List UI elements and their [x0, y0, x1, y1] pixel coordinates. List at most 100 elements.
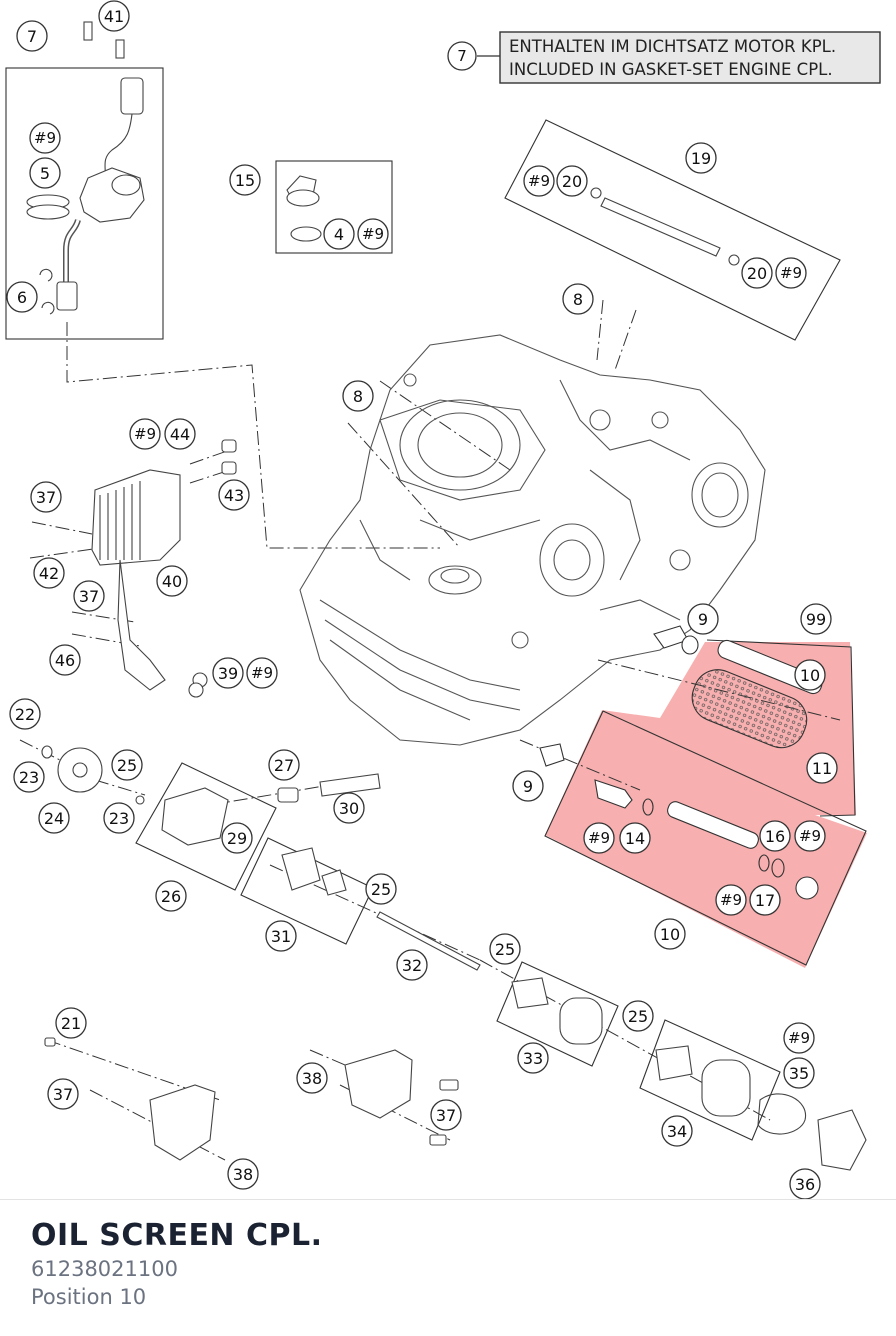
svg-text:#9: #9	[362, 225, 384, 243]
callout[interactable]: #9	[246, 657, 278, 689]
svg-text:#9: #9	[799, 827, 821, 845]
svg-text:6: 6	[17, 288, 27, 307]
svg-text:32: 32	[402, 956, 422, 975]
callout[interactable]: 8	[562, 283, 594, 315]
callout[interactable]: 33	[517, 1042, 549, 1074]
callout[interactable]: 17	[749, 884, 781, 916]
svg-text:4: 4	[334, 225, 344, 244]
oil-cooler-illustration	[91, 439, 237, 698]
svg-text:#9: #9	[788, 1029, 810, 1047]
callout[interactable]: 30	[333, 792, 365, 824]
callout[interactable]: 10	[794, 659, 826, 691]
callout[interactable]: 20	[741, 257, 773, 289]
svg-text:20: 20	[562, 172, 582, 191]
callout[interactable]: 37	[73, 580, 105, 612]
callout[interactable]: 25	[111, 749, 143, 781]
svg-text:10: 10	[800, 666, 820, 685]
svg-text:11: 11	[812, 759, 832, 778]
callout[interactable]: 16	[759, 820, 791, 852]
callout[interactable]: 35	[783, 1057, 815, 1089]
svg-text:19: 19	[691, 149, 711, 168]
callout[interactable]: 44	[164, 418, 196, 450]
callout[interactable]: 9	[687, 603, 719, 635]
callout[interactable]: #9	[357, 218, 389, 250]
callout[interactable]: 24	[38, 802, 70, 834]
part-number: 61238021100	[31, 1257, 178, 1281]
callout[interactable]: 21	[55, 1007, 87, 1039]
callout[interactable]: 19	[685, 142, 717, 174]
callout[interactable]: 23	[13, 761, 45, 793]
callout[interactable]: 41	[98, 0, 130, 32]
callout[interactable]: 25	[489, 933, 521, 965]
svg-text:14: 14	[625, 829, 645, 848]
gasket-set-note: ENTHALTEN IM DICHTSATZ MOTOR KPL. INCLUD…	[477, 31, 881, 84]
callout[interactable]: 4	[323, 218, 355, 250]
callout[interactable]: #9	[783, 1022, 815, 1054]
svg-text:35: 35	[789, 1064, 809, 1083]
callout[interactable]: 22	[9, 698, 41, 730]
callout[interactable]: 15	[229, 164, 261, 196]
svg-text:23: 23	[19, 768, 39, 787]
callout[interactable]: 5	[29, 157, 61, 189]
callout[interactable]: #9	[794, 820, 826, 852]
callout[interactable]: #9	[715, 884, 747, 916]
svg-text:37: 37	[53, 1085, 73, 1104]
callout[interactable]: #9	[29, 122, 61, 154]
svg-text:7: 7	[457, 47, 467, 65]
callout[interactable]: 31	[265, 920, 297, 952]
svg-text:#9: #9	[720, 891, 742, 909]
svg-text:9: 9	[698, 610, 708, 629]
callout[interactable]: 38	[296, 1062, 328, 1094]
svg-text:9: 9	[523, 777, 533, 796]
callout[interactable]: #9	[775, 257, 807, 289]
callout[interactable]: #9	[129, 418, 161, 450]
svg-text:23: 23	[109, 809, 129, 828]
svg-text:8: 8	[573, 290, 583, 309]
callout[interactable]: 11	[806, 752, 838, 784]
callout[interactable]: 26	[155, 880, 187, 912]
callout[interactable]: 37	[30, 481, 62, 513]
callout[interactable]: 6	[6, 281, 38, 313]
svg-text:27: 27	[274, 756, 294, 775]
callout[interactable]: 14	[619, 822, 651, 854]
svg-text:41: 41	[104, 7, 124, 26]
svg-text:37: 37	[436, 1106, 456, 1125]
callout[interactable]: 36	[789, 1168, 821, 1200]
callout[interactable]: 39	[212, 657, 244, 689]
callout[interactable]: 40	[156, 565, 188, 597]
callout[interactable]: 8	[342, 380, 374, 412]
callout[interactable]: #9	[523, 165, 555, 197]
svg-text:99: 99	[806, 610, 826, 629]
callout[interactable]: 9	[512, 770, 544, 802]
svg-text:#9: #9	[34, 129, 56, 147]
svg-text:44: 44	[170, 425, 190, 444]
callout[interactable]: 99	[800, 603, 832, 635]
part-title: OIL SCREEN CPL.	[31, 1218, 323, 1253]
callout[interactable]: 7	[16, 20, 48, 52]
svg-text:26: 26	[161, 887, 181, 906]
part-info-panel: OIL SCREEN CPL. 61238021100 Position 10	[0, 1199, 896, 1336]
callout[interactable]: 43	[218, 479, 250, 511]
callout[interactable]: 27	[268, 749, 300, 781]
svg-text:#9: #9	[528, 172, 550, 190]
callout[interactable]: 46	[49, 644, 81, 676]
callout[interactable]: 38	[227, 1158, 259, 1190]
callout[interactable]: 42	[33, 557, 65, 589]
callout[interactable]: 25	[365, 873, 397, 905]
callout[interactable]: 23	[103, 802, 135, 834]
callout[interactable]: 20	[556, 165, 588, 197]
callout[interactable]: 34	[661, 1115, 693, 1147]
callout[interactable]: 29	[221, 822, 253, 854]
svg-text:40: 40	[162, 572, 182, 591]
svg-text:25: 25	[117, 756, 137, 775]
callout[interactable]: 37	[430, 1099, 462, 1131]
svg-text:15: 15	[235, 171, 255, 190]
callout[interactable]: 32	[396, 949, 428, 981]
callout[interactable]: 37	[47, 1078, 79, 1110]
callout[interactable]: 7	[447, 41, 477, 71]
callout[interactable]: 10	[654, 918, 686, 950]
oil-pump-illustration	[41, 745, 867, 1171]
callout[interactable]: #9	[583, 822, 615, 854]
svg-text:29: 29	[227, 829, 247, 848]
callout[interactable]: 25	[622, 1000, 654, 1032]
